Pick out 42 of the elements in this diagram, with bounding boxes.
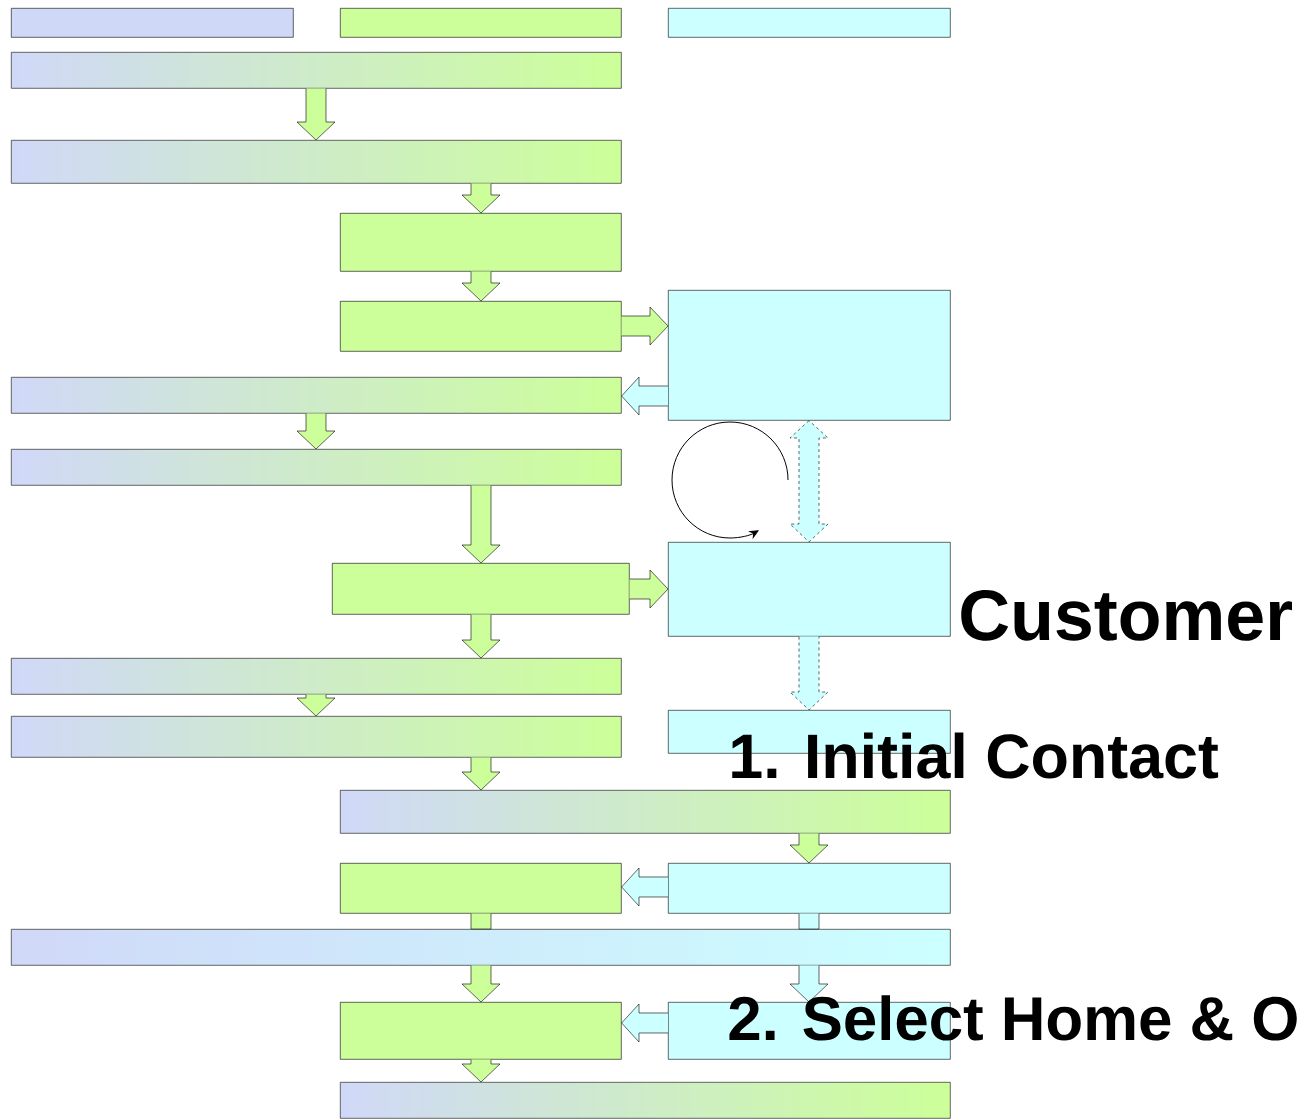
- block-arrow: [789, 420, 829, 543]
- block-arrow: [461, 271, 501, 302]
- block-arrow: [461, 965, 501, 1003]
- process-box: [340, 213, 622, 272]
- block-arrow: [629, 569, 669, 609]
- block-arrow: [621, 867, 669, 907]
- process-box: [340, 863, 622, 914]
- block-arrow: [789, 833, 829, 864]
- process-box: [11, 716, 622, 758]
- process-box: [668, 290, 951, 421]
- process-box: [11, 377, 622, 414]
- process-box: [11, 449, 622, 486]
- process-box: [668, 863, 951, 914]
- block-arrow: [296, 88, 336, 141]
- process-box: [340, 301, 622, 352]
- process-box: [340, 1002, 622, 1060]
- block-arrow: [789, 636, 829, 711]
- process-box: [11, 658, 622, 695]
- block-arrow: [789, 965, 829, 1003]
- process-box: [11, 52, 622, 89]
- block-arrow: [621, 1003, 669, 1043]
- process-box: [668, 542, 951, 637]
- process-box: [11, 140, 622, 184]
- process-box: [11, 929, 951, 966]
- process-box: [340, 8, 622, 38]
- block-arrow: [461, 1059, 501, 1083]
- heading-text: Customer: [961, 589, 1292, 641]
- block-arrow: [461, 614, 501, 659]
- block-arrow: [461, 757, 501, 791]
- block-arrow: [461, 183, 501, 214]
- block-arrow: [621, 376, 669, 416]
- block-arrow: [621, 306, 669, 346]
- heading-text: 1. Initial Contact: [732, 732, 1219, 779]
- heading-text: 2. Select Home & O: [729, 995, 1297, 1041]
- process-box: [340, 790, 951, 834]
- block-arrow: [296, 694, 336, 717]
- process-box: [332, 563, 630, 615]
- process-box: [340, 1082, 951, 1119]
- process-box: [11, 8, 294, 38]
- block-arrow: [296, 413, 336, 450]
- process-box: [668, 8, 951, 38]
- block-arrow: [461, 485, 501, 564]
